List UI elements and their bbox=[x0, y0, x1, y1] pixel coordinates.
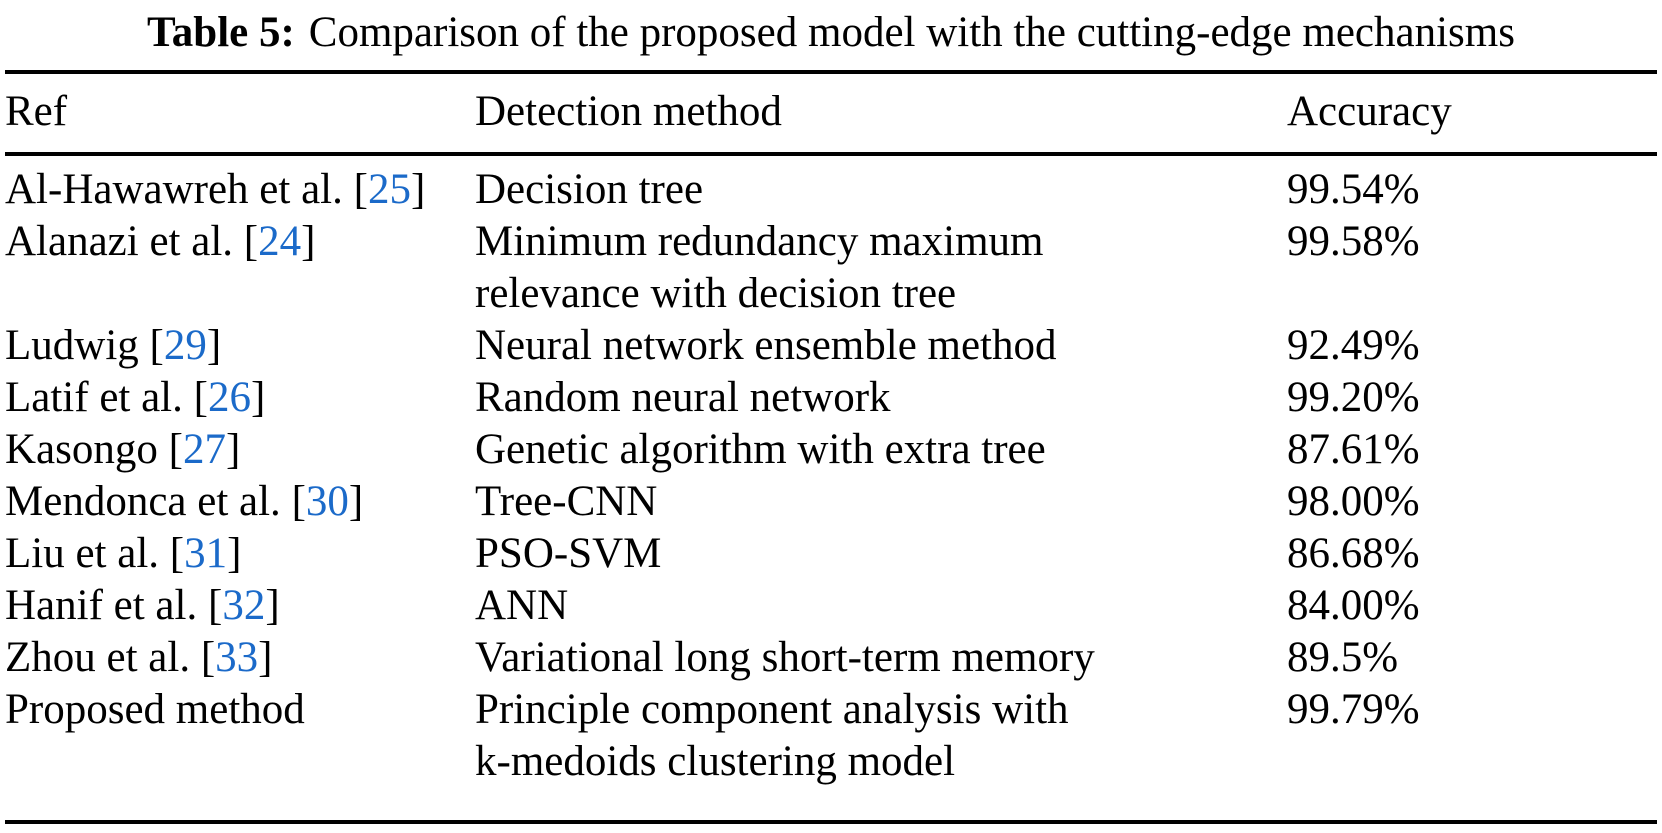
ref-cell: Al-Hawawreh et al. [25] bbox=[5, 166, 426, 213]
ref-cell: Latif et al. [26] bbox=[5, 374, 266, 421]
citation-link[interactable]: 31 bbox=[184, 530, 228, 577]
column-header-detection-method: Detection method bbox=[475, 88, 782, 135]
table-row: Al-Hawawreh et al. [25] Decision tree 99.5… bbox=[5, 164, 1657, 216]
ref-author-text: Liu et al. bbox=[5, 530, 160, 577]
citation-link[interactable]: 30 bbox=[305, 478, 349, 525]
table-row: Hanif et al. [32] ANN 84.00% bbox=[5, 580, 1657, 632]
table-caption-text: Comparison of the proposed model with th… bbox=[308, 9, 1515, 56]
accuracy-cell: 99.20% bbox=[1287, 374, 1420, 421]
citation-link[interactable]: 27 bbox=[182, 426, 226, 473]
ref-cell: Zhou et al. [33] bbox=[5, 634, 273, 681]
accuracy-cell: 86.68% bbox=[1287, 530, 1420, 577]
accuracy-cell: 99.79% bbox=[1287, 686, 1420, 733]
ref-author-text: Kasongo bbox=[5, 426, 158, 473]
table-row: Zhou et al. [33] Variational long short-t… bbox=[5, 632, 1657, 684]
citation-link[interactable]: 26 bbox=[207, 374, 251, 421]
table-number-label: Table 5: bbox=[147, 9, 295, 56]
accuracy-cell: 84.00% bbox=[1287, 582, 1420, 629]
detection-method-cell: Neural network ensemble method bbox=[475, 322, 1057, 369]
accuracy-cell: 99.58% bbox=[1287, 218, 1420, 265]
detection-method-cell: Variational long short-term memory bbox=[475, 634, 1095, 681]
ref-cell: Hanif et al. [32] bbox=[5, 582, 280, 629]
citation-link[interactable]: 33 bbox=[215, 634, 259, 681]
table-row: Ludwig [29] Neural network ensemble metho… bbox=[5, 320, 1657, 372]
detection-method-cell: ANN bbox=[475, 582, 569, 629]
table-top-rule bbox=[5, 70, 1657, 74]
accuracy-cell: 89.5% bbox=[1287, 634, 1399, 681]
detection-method-cell: Minimum redundancy maximum relevance wit… bbox=[475, 218, 1044, 317]
detection-method-cell: Principle component analysis with k-medo… bbox=[475, 686, 1069, 785]
detection-method-cell: PSO-SVM bbox=[475, 530, 662, 577]
table-caption: Table 5: Comparison of the proposed model… bbox=[5, 0, 1657, 70]
accuracy-cell: 92.49% bbox=[1287, 322, 1420, 369]
table-header-rule bbox=[5, 152, 1657, 156]
accuracy-cell: 98.00% bbox=[1287, 478, 1420, 525]
ref-cell: Mendonca et al. [30] bbox=[5, 478, 364, 525]
ref-cell: Ludwig [29] bbox=[5, 322, 222, 369]
citation-link[interactable]: 25 bbox=[367, 166, 411, 213]
ref-author-text: Zhou et al. bbox=[5, 634, 191, 681]
ref-cell: Proposed method bbox=[5, 684, 475, 736]
accuracy-cell: 99.54% bbox=[1287, 166, 1420, 213]
table-row: Latif et al. [26] Random neural network 99… bbox=[5, 372, 1657, 424]
ref-cell: Kasongo [27] bbox=[5, 426, 241, 473]
detection-method-cell: Tree-CNN bbox=[475, 478, 658, 525]
ref-author-text: Latif et al. bbox=[5, 374, 183, 421]
detection-method-cell: Decision tree bbox=[475, 166, 704, 213]
table-row: Proposed method Principle component analy… bbox=[5, 684, 1657, 788]
table-bottom-rule bbox=[5, 820, 1657, 824]
ref-author-text: Ludwig bbox=[5, 322, 139, 369]
ref-author-text: Alanazi et al. bbox=[5, 218, 234, 265]
table-row: Kasongo [27] Genetic algorithm with extra… bbox=[5, 424, 1657, 476]
ref-author-text: Proposed method bbox=[5, 686, 305, 733]
table-row: Liu et al. [31] PSO-SVM 86.68% bbox=[5, 528, 1657, 580]
detection-method-cell: Genetic algorithm with extra tree bbox=[475, 426, 1046, 473]
column-header-ref: Ref bbox=[5, 88, 68, 135]
column-header-accuracy: Accuracy bbox=[1287, 88, 1452, 135]
ref-cell: Alanazi et al. [24] bbox=[5, 218, 316, 265]
detection-method-cell: Random neural network bbox=[475, 374, 891, 421]
table-header-row: Ref Detection method Accuracy bbox=[5, 74, 1657, 152]
ref-author-text: Hanif et al. bbox=[5, 582, 198, 629]
ref-cell: Liu et al. [31] bbox=[5, 530, 242, 577]
citation-link[interactable]: 24 bbox=[258, 218, 302, 265]
table-row: Mendonca et al. [30] Tree-CNN 98.00% bbox=[5, 476, 1657, 528]
accuracy-cell: 87.61% bbox=[1287, 426, 1420, 473]
ref-author-text: Mendonca et al. bbox=[5, 478, 281, 525]
citation-link[interactable]: 32 bbox=[222, 582, 266, 629]
citation-link[interactable]: 29 bbox=[163, 322, 207, 369]
table-body: Al-Hawawreh et al. [25] Decision tree 99.5… bbox=[5, 156, 1657, 820]
ref-author-text: Al-Hawawreh et al. bbox=[5, 166, 343, 213]
table-row: Alanazi et al. [24] Minimum redundancy ma… bbox=[5, 216, 1657, 320]
